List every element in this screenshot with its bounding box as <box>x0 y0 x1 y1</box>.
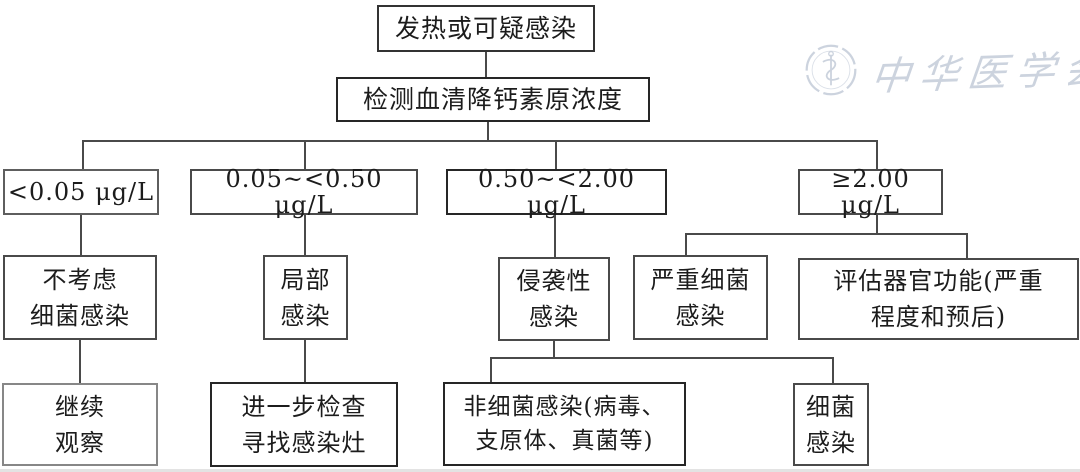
node-no-bacterial-infection: 不考虑 细菌感染 <box>3 255 157 340</box>
node-severe-bacterial-infection: 严重细菌 感染 <box>633 255 768 340</box>
connector-range-split-bar <box>82 140 878 142</box>
node-non-bacterial-infection: 非细菌感染(病毒、 支原体、真菌等) <box>443 382 686 466</box>
connector-start-to-test <box>485 52 487 77</box>
node-invasive-infection: 侵袭性 感染 <box>498 257 610 341</box>
connector-local-to-further <box>304 340 306 382</box>
node-range-0-50-to-2-00: 0.50~<2.00 μg/L <box>446 165 667 218</box>
image-bottom-edge <box>0 469 1080 472</box>
connector-range4-split-bar <box>685 233 968 235</box>
node-local-infection: 局部 感染 <box>263 255 348 340</box>
node-range-0-05-to-0-50: 0.05~<0.50 μg/L <box>190 165 418 218</box>
connector-drop-severe <box>685 233 687 255</box>
node-range-ge-2-00: ≥2.00 μg/L <box>798 165 943 218</box>
connector-drop-bacterial <box>832 357 834 383</box>
node-further-exam-find-focus: 进一步检查 寻找感染灶 <box>210 382 398 467</box>
connector-test-stem <box>487 122 489 141</box>
cma-seal-icon <box>805 44 857 96</box>
node-continue-observation: 继续 观察 <box>2 383 158 466</box>
connector-invasive-split-bar <box>490 357 834 359</box>
node-assess-organ-function: 评估器官功能(严重 程度和预后) <box>798 258 1079 340</box>
connector-invasive-stem <box>553 341 555 358</box>
node-fever-or-suspected-infection: 发热或可疑感染 <box>377 5 595 52</box>
connector-drop-range1 <box>82 140 84 169</box>
watermark-text: 中华医学会 <box>868 46 1080 101</box>
connector-drop-range2 <box>304 140 306 169</box>
connector-range4-stem <box>876 215 878 233</box>
connector-range2-to-local <box>304 215 306 255</box>
watermark: 中华医学会 <box>804 40 1080 100</box>
connector-range1-to-nobacterial <box>80 215 82 255</box>
connector-drop-assess <box>966 233 968 258</box>
connector-drop-nonbacterial <box>490 357 492 382</box>
node-range-lt-0-05: <0.05 μg/L <box>3 169 159 215</box>
node-bacterial-infection: 细菌 感染 <box>793 383 869 466</box>
connector-drop-range4 <box>876 140 878 169</box>
connector-drop-range3 <box>555 140 557 169</box>
node-measure-serum-pct: 检测血清降钙素原浓度 <box>336 77 650 122</box>
connector-range3-to-invasive <box>554 215 556 257</box>
connector-nobacterial-to-observe <box>79 340 81 383</box>
